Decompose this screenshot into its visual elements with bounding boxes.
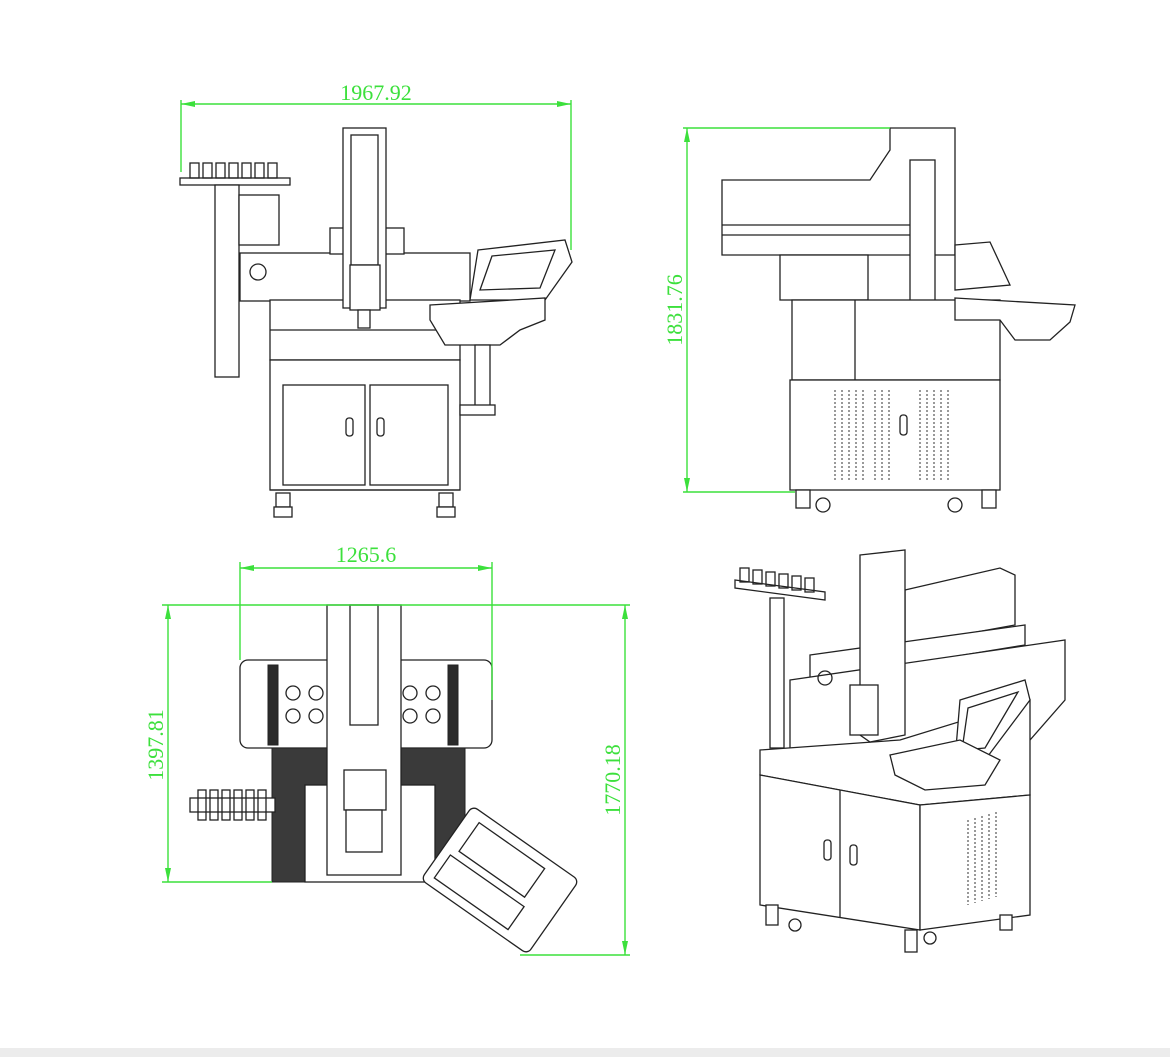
dimension-label: 1770.18 (600, 744, 625, 816)
dimension-label: 1831.76 (662, 274, 687, 346)
dimension-overall-depth-top: 1770.18 (520, 605, 630, 956)
side-casters (795, 489, 997, 513)
side-cabinet (789, 379, 1001, 491)
dimension-depth-top: 1397.81 (143, 604, 630, 883)
dimension-height-side: 1831.76 (662, 127, 890, 493)
iso-casters (765, 904, 1013, 953)
front-casters (273, 492, 456, 518)
side-beam (721, 127, 956, 256)
front-tool-rack (179, 162, 291, 378)
top-view: 1265.6 1397.81 1770.18 (143, 542, 630, 956)
dimension-label: 1397.81 (143, 709, 168, 781)
top-tool-rack (189, 789, 276, 821)
front-control-panel (429, 239, 573, 416)
iso-tool-rack (734, 567, 826, 749)
iso-control-panel (889, 679, 1031, 791)
top-control-panel (422, 807, 578, 953)
side-control-panel (954, 241, 1076, 341)
isometric-view (734, 549, 1066, 953)
dimension-label: 1967.92 (340, 80, 412, 105)
front-view: 1967.92 (179, 80, 573, 518)
front-cabinet-door-left (282, 384, 366, 486)
dimension-width-top: 1265.6 (239, 542, 493, 700)
dimension-label: 1265.6 (336, 542, 397, 567)
bottom-scroll-strip (0, 1048, 1170, 1057)
dimension-width-front: 1967.92 (180, 80, 572, 250)
side-view: 1831.76 (662, 127, 1076, 513)
side-vents (834, 390, 949, 480)
front-cabinet-door-right (369, 384, 449, 486)
